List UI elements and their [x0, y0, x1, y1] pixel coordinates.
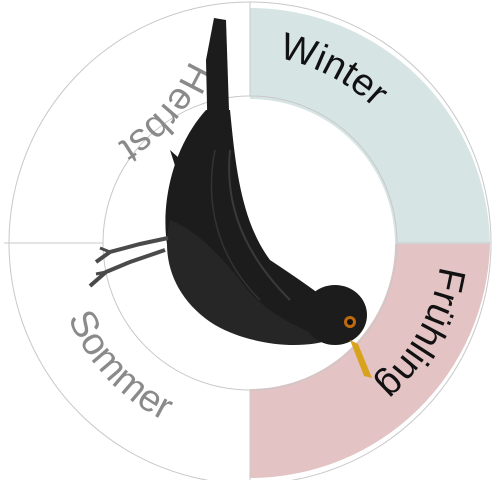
season-wheel: Winter Frühling Sommer Herbst: [0, 0, 493, 480]
